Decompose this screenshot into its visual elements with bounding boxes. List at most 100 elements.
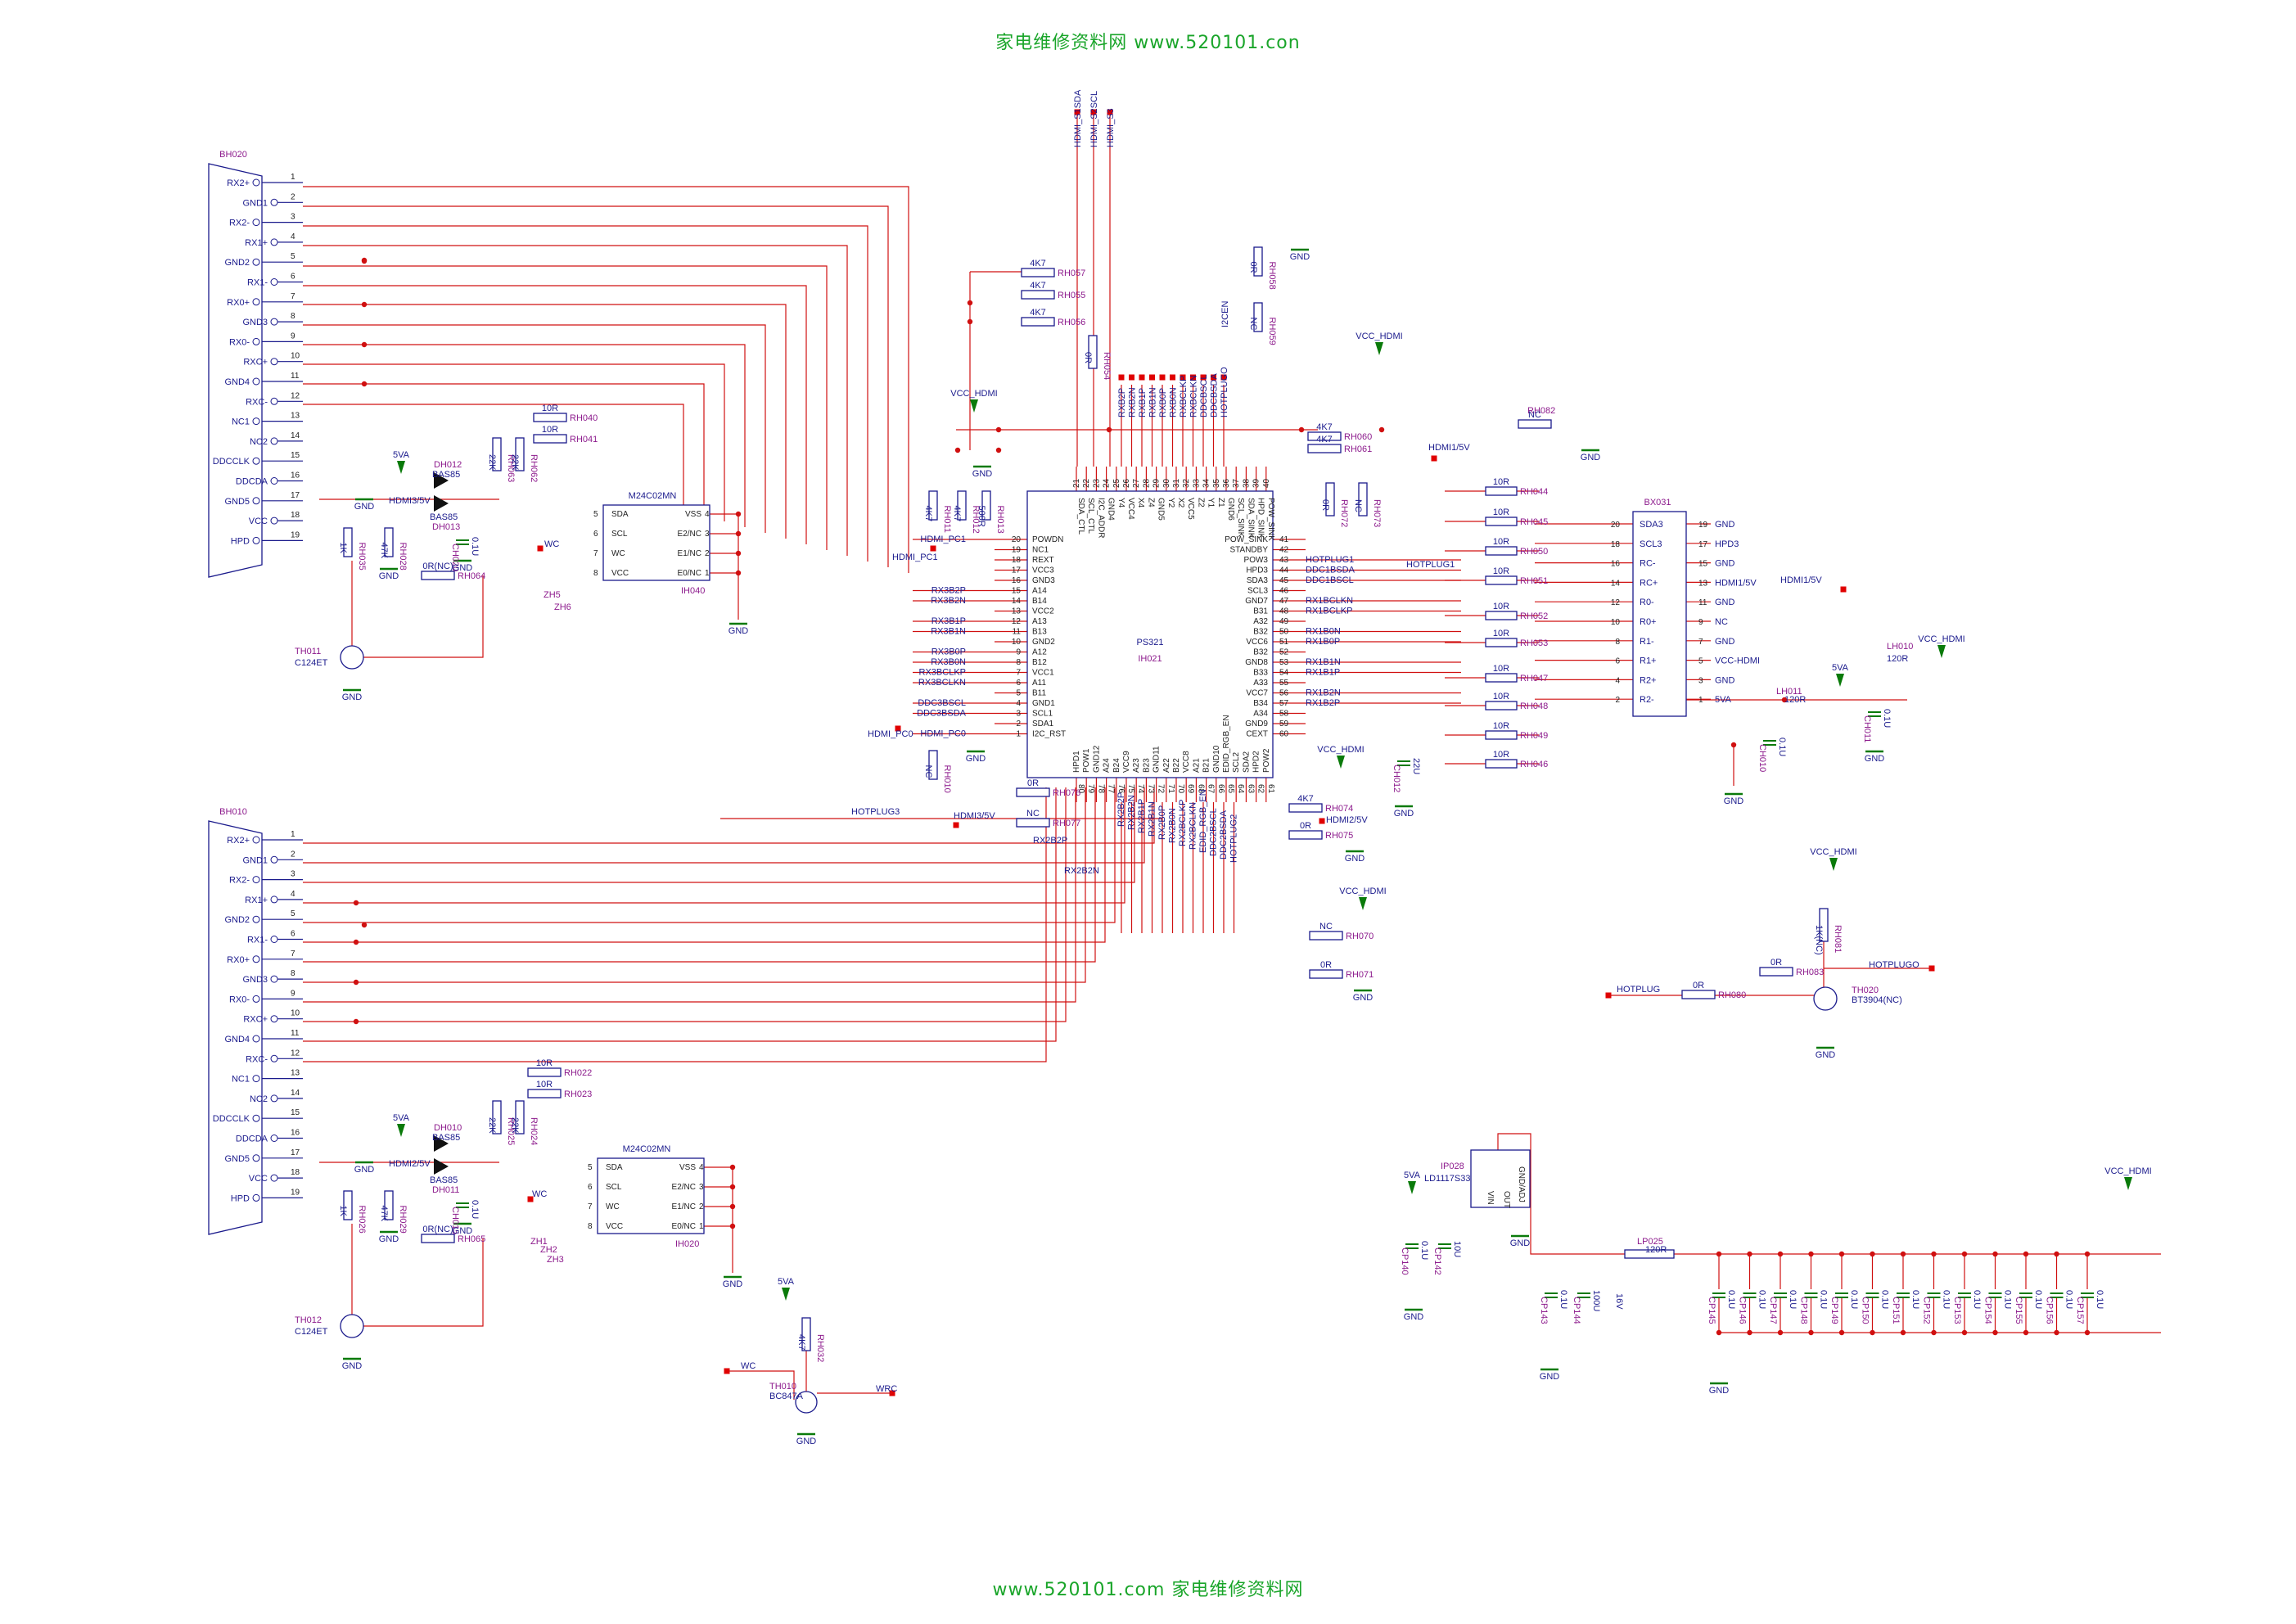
connector-signal: VCC <box>249 1174 268 1184</box>
resistor-value: 47K <box>379 543 389 559</box>
ic-top-pin-name: POW_SINK <box>1266 498 1275 541</box>
power-arrow <box>970 399 978 413</box>
ic-left-pin-name: B13 <box>1032 628 1047 637</box>
resistor-ref: RH081 <box>1833 925 1843 953</box>
ic-top-pin-name: SDA_SINK <box>1246 498 1255 539</box>
connector-pin <box>252 178 260 187</box>
connector-pin <box>270 318 278 326</box>
diode <box>434 472 449 489</box>
connector-pin-number: 19 <box>291 530 300 539</box>
output-connector-pin: 8 <box>1615 638 1620 647</box>
ic-bottom-pin-name: VCC8 <box>1182 751 1191 773</box>
ic-right-pin-name: B32 <box>1253 648 1268 657</box>
ground-label: GND <box>379 571 399 581</box>
connector-pin <box>270 975 278 983</box>
connector-pin-number: 8 <box>291 969 295 978</box>
ic-top-pin-name: Y4 <box>1116 498 1125 508</box>
capacitor-value: 0.1U <box>1849 1290 1859 1309</box>
ic-left-pin-number: 15 <box>1012 587 1022 596</box>
connector-pin-number: 13 <box>291 1069 300 1078</box>
ic-top-pin-number: 22 <box>1082 478 1091 488</box>
resistor-value: 0R <box>1770 958 1782 968</box>
capacitor-value: 0.1U <box>1777 738 1787 756</box>
ic-right-pin-number: 58 <box>1279 710 1289 719</box>
connector-pin-number: 11 <box>291 1029 300 1038</box>
resistor-ref: RH050 <box>1520 547 1548 557</box>
junction-dot <box>1298 426 1305 433</box>
watermark-bottom: www.520101.com 家电维修资料网 <box>992 1580 1304 1600</box>
ic-left-pin-number: 6 <box>1016 679 1021 688</box>
ic-right-pin-number: 44 <box>1279 566 1289 575</box>
wire <box>728 1370 795 1400</box>
output-connector-pin: 17 <box>1698 540 1708 549</box>
resistor-value: 10R <box>1493 629 1509 638</box>
ic-top-pin-name: GND5 <box>1157 498 1166 521</box>
zh1: ZH1 <box>530 1237 548 1247</box>
connector-pin-number: 1 <box>291 173 295 182</box>
ic-left-pin-number: 7 <box>1016 669 1021 678</box>
output-connector-pin: 13 <box>1698 579 1708 588</box>
connector-signal: RXC+ <box>243 358 268 368</box>
ic-right-pin-name: A34 <box>1253 710 1268 719</box>
ic-left-pin-name: SDA1 <box>1032 720 1054 729</box>
regulator-out: OUT <box>1502 1191 1511 1208</box>
ic-top-pin-name: Z4 <box>1146 498 1155 508</box>
resistor <box>384 527 394 557</box>
power-arrow <box>782 1288 790 1301</box>
eeprom-ref: IH020 <box>675 1239 699 1249</box>
ic-bottom-net: RX2B1P <box>1137 799 1147 833</box>
resistor-ref: RH029 <box>398 1206 408 1234</box>
eeprom-pin-right: E0/NC <box>672 1222 696 1231</box>
power-label: VCC_HDMI <box>2104 1166 2151 1176</box>
ic-top-net: RXBCLKN <box>1189 375 1199 417</box>
connector-ref: BH020 <box>219 150 247 160</box>
ic-top-net: RXB1P <box>1138 388 1148 417</box>
power-arrow <box>397 461 405 474</box>
ic-left-net: RX3BCLKP <box>919 668 966 678</box>
ic-left-pin-number: 14 <box>1012 597 1022 606</box>
ic-right-pin-name: GND7 <box>1245 597 1268 606</box>
resistor-ref: RH046 <box>1520 760 1548 769</box>
connector-signal: RXC+ <box>243 1015 268 1025</box>
capacitor-value: 0.1U <box>1819 1290 1829 1309</box>
ic-left-pin-name: SCL1 <box>1032 710 1053 719</box>
connector-pin <box>270 855 278 864</box>
resistor-value: 22K <box>487 454 497 471</box>
resistor-ref: RH053 <box>1520 638 1548 648</box>
ic-right-net: HOTPLUG1 <box>1306 555 1354 565</box>
eeprom-body <box>602 504 710 581</box>
power-arrow <box>1375 342 1383 355</box>
resistor-value: 10R <box>1493 537 1509 547</box>
net-port-marker <box>537 545 544 552</box>
net-port-marker <box>1431 455 1437 462</box>
ic-top-net: HDMI_S1SDA <box>1073 89 1083 147</box>
resistor-value: NC <box>1319 922 1333 932</box>
resistor-ref: RH083 <box>1796 968 1824 977</box>
ground-label: GND <box>972 469 993 479</box>
junction-dot <box>1781 697 1788 703</box>
net-port-marker <box>527 1196 534 1202</box>
ic-top-pin-number: 40 <box>1262 478 1271 488</box>
ic-bottom-pin-number: 79 <box>1086 784 1095 794</box>
ic-left-net: HDMI_PC0 <box>920 729 966 739</box>
connector-pin-number: 15 <box>291 1108 300 1117</box>
ic-left-pin-number: 16 <box>1012 576 1022 585</box>
resistor-value: 4K7 <box>1030 308 1046 318</box>
connector-pin <box>270 437 278 445</box>
ic-top-pin-number: 38 <box>1242 478 1251 488</box>
output-connector-label: HDMI1/5V <box>1715 578 1757 588</box>
capacitor-value: 0.1U <box>1558 1290 1568 1309</box>
resistor-ref: RH035 <box>357 543 367 571</box>
ic-top-pin-name: GND6 <box>1226 498 1235 521</box>
ic-bottom-net: DDC2BSDA <box>1219 810 1229 859</box>
ic-bottom-pin-name: POW1 <box>1082 748 1091 773</box>
power-label: 5VA <box>393 450 410 460</box>
main-ic-ref: IH021 <box>1138 654 1162 664</box>
connector-pin <box>252 298 260 306</box>
ic-top-pin-number: 25 <box>1112 478 1121 488</box>
output-connector-label: R1- <box>1640 637 1654 647</box>
connector-pin-number: 10 <box>291 1009 300 1018</box>
output-connector-label: HPD3 <box>1715 539 1739 549</box>
wire <box>303 787 1047 1062</box>
diode-part-2: BAS85 <box>430 512 458 522</box>
